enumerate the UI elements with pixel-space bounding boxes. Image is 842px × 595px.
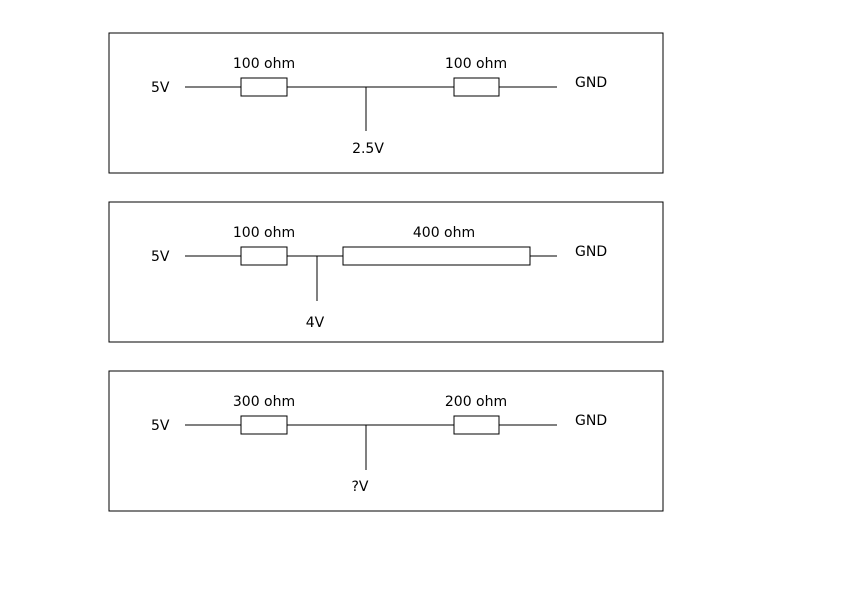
- resistor-1-label: 300 ohm: [233, 394, 295, 410]
- resistor-2-label: 200 ohm: [445, 394, 507, 410]
- source-label: 5V: [151, 80, 170, 96]
- ground-label: GND: [575, 244, 607, 260]
- output-voltage-label: ?V: [351, 479, 368, 495]
- circuit-frame: [108, 32, 664, 174]
- ground-label: GND: [575, 413, 607, 429]
- ground-label: GND: [575, 75, 607, 91]
- resistor-2-label: 100 ohm: [445, 56, 507, 72]
- resistor-1-label: 100 ohm: [233, 56, 295, 72]
- resistor-1-label: 100 ohm: [233, 225, 295, 241]
- circuit-frame: [108, 201, 664, 343]
- output-voltage-label: 2.5V: [352, 141, 384, 157]
- divider-circuit-2: 5V 100 ohm 400 ohm GND 4V: [108, 201, 664, 343]
- resistor-2: [453, 415, 500, 435]
- source-label: 5V: [151, 418, 170, 434]
- divider-circuit-1: 5V 100 ohm 100 ohm GND 2.5V: [108, 32, 664, 174]
- resistor-2: [453, 77, 500, 97]
- divider-circuit-3: 5V 300 ohm 200 ohm GND ?V: [108, 370, 664, 512]
- source-label: 5V: [151, 249, 170, 265]
- resistor-1: [240, 246, 288, 266]
- resistor-1: [240, 77, 288, 97]
- resistor-1: [240, 415, 288, 435]
- resistor-2: [342, 246, 531, 266]
- output-voltage-label: 4V: [306, 315, 325, 331]
- resistor-2-label: 400 ohm: [413, 225, 475, 241]
- circuit-frame: [108, 370, 664, 512]
